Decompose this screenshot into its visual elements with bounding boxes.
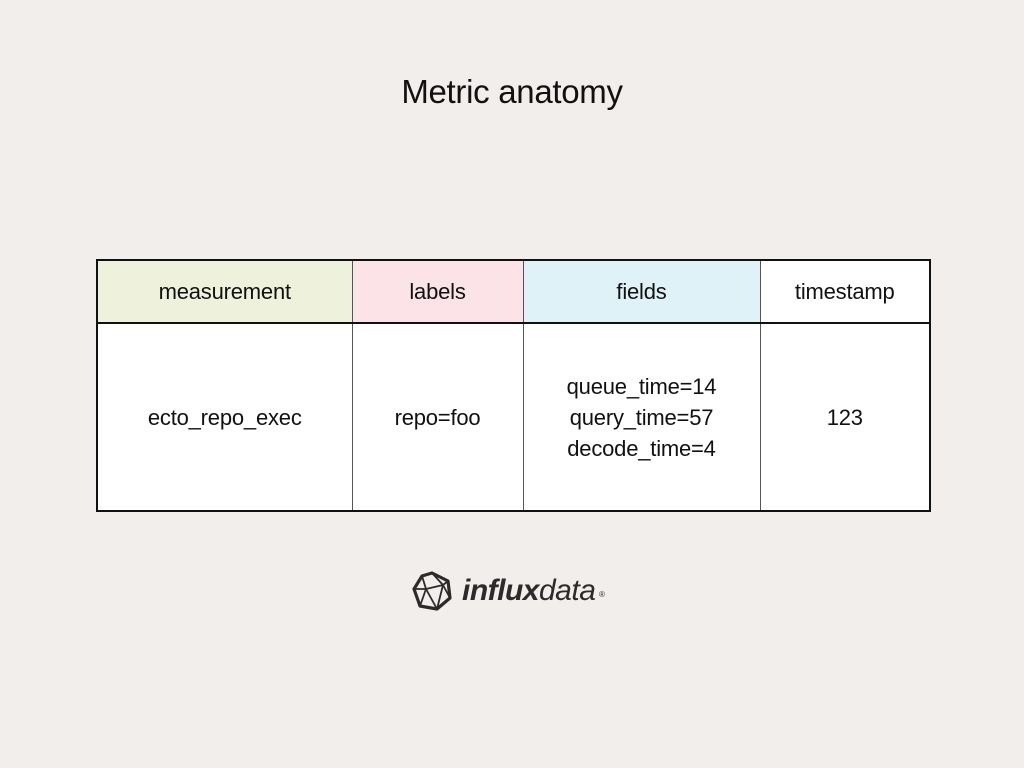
cell-labels: repo=foo: [351, 322, 524, 512]
logo-text-data: data: [539, 574, 596, 607]
cell-measurement: ecto_repo_exec: [96, 322, 353, 512]
logo-text-influx: influx: [462, 574, 540, 607]
field-queue-time: queue_time=14: [566, 373, 717, 399]
header-measurement: measurement: [96, 259, 353, 324]
table-header-row: measurement labels fields timestamp: [96, 259, 931, 324]
table-row: ecto_repo_exec repo=foo queue_time=14 qu…: [96, 322, 931, 512]
influxdata-wordmark: influxdata ®: [462, 571, 605, 611]
registered-mark: ®: [598, 590, 605, 599]
header-timestamp: timestamp: [759, 259, 931, 324]
header-labels: labels: [351, 259, 524, 324]
page-title: Metric anatomy: [401, 73, 623, 110]
cell-timestamp: 123: [759, 322, 931, 512]
cell-fields: queue_time=14 query_time=57 decode_time=…: [522, 322, 761, 512]
field-decode-time: decode_time=4: [567, 435, 716, 461]
influxdata-icosahedron-icon: [412, 571, 452, 611]
field-query-time: query_time=57: [569, 404, 714, 430]
metric-anatomy-table: measurement labels fields timestamp ecto…: [96, 259, 931, 512]
header-fields: fields: [522, 259, 761, 324]
influxdata-logo: influxdata ®: [412, 569, 605, 613]
